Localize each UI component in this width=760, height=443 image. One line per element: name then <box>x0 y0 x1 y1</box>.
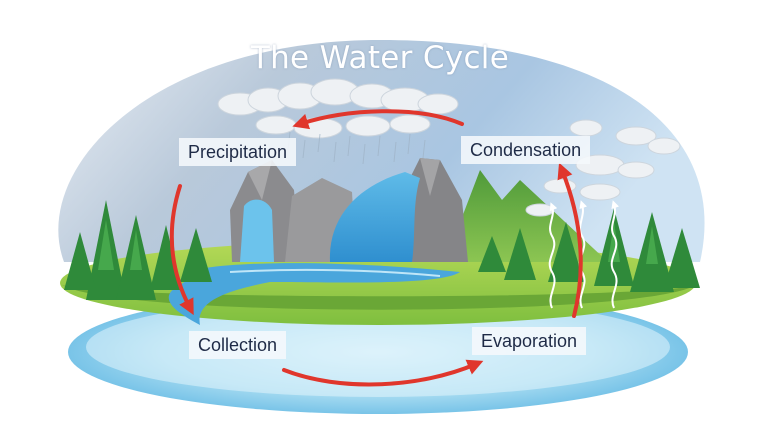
cloud-icon <box>217 78 681 217</box>
stage-label-precipitation: Precipitation <box>179 138 297 166</box>
arrow-condensation-to-precipitation <box>292 109 464 130</box>
stage-label-collection: Collection <box>189 331 287 359</box>
river <box>168 263 461 325</box>
stage-label-condensation: Condensation <box>461 136 591 164</box>
lake-rim <box>86 297 670 397</box>
stage-label-evaporation: Evaporation <box>472 327 587 355</box>
island-edge <box>62 285 696 310</box>
rain-icon <box>287 131 426 165</box>
arrow-collection-to-evaporation <box>282 359 484 387</box>
tree-icon <box>64 200 700 300</box>
river-highlight <box>229 268 441 277</box>
cycle-arrow-icon <box>169 109 583 387</box>
small-waterfall <box>240 199 274 262</box>
waterfall-icon <box>329 172 420 262</box>
page-title: The Water Cycle <box>250 40 510 76</box>
arrow-precipitation-to-collection <box>169 184 194 316</box>
arrow-evaporation-to-condensation <box>557 162 583 318</box>
